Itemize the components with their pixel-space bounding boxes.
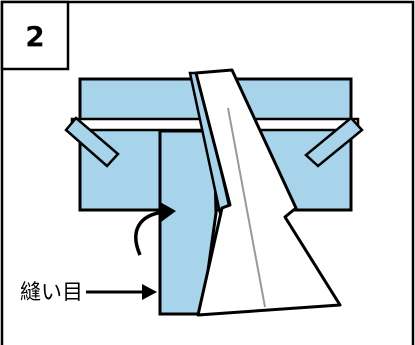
step-number: 2 <box>25 20 44 53</box>
curved-arrow <box>134 202 176 256</box>
seam-label: 縫い目 <box>20 280 83 304</box>
seam-arrow-head <box>142 284 157 300</box>
curved-arrow-line <box>134 210 165 256</box>
center-fold-line <box>227 107 266 308</box>
seam-annotation: 縫い目 <box>20 280 157 304</box>
left-corner-tab <box>64 116 120 168</box>
step-number-box: 2 <box>0 0 70 71</box>
curved-arrow-head <box>160 202 176 222</box>
right-corner-tab <box>304 116 364 168</box>
step-box <box>0 0 70 71</box>
